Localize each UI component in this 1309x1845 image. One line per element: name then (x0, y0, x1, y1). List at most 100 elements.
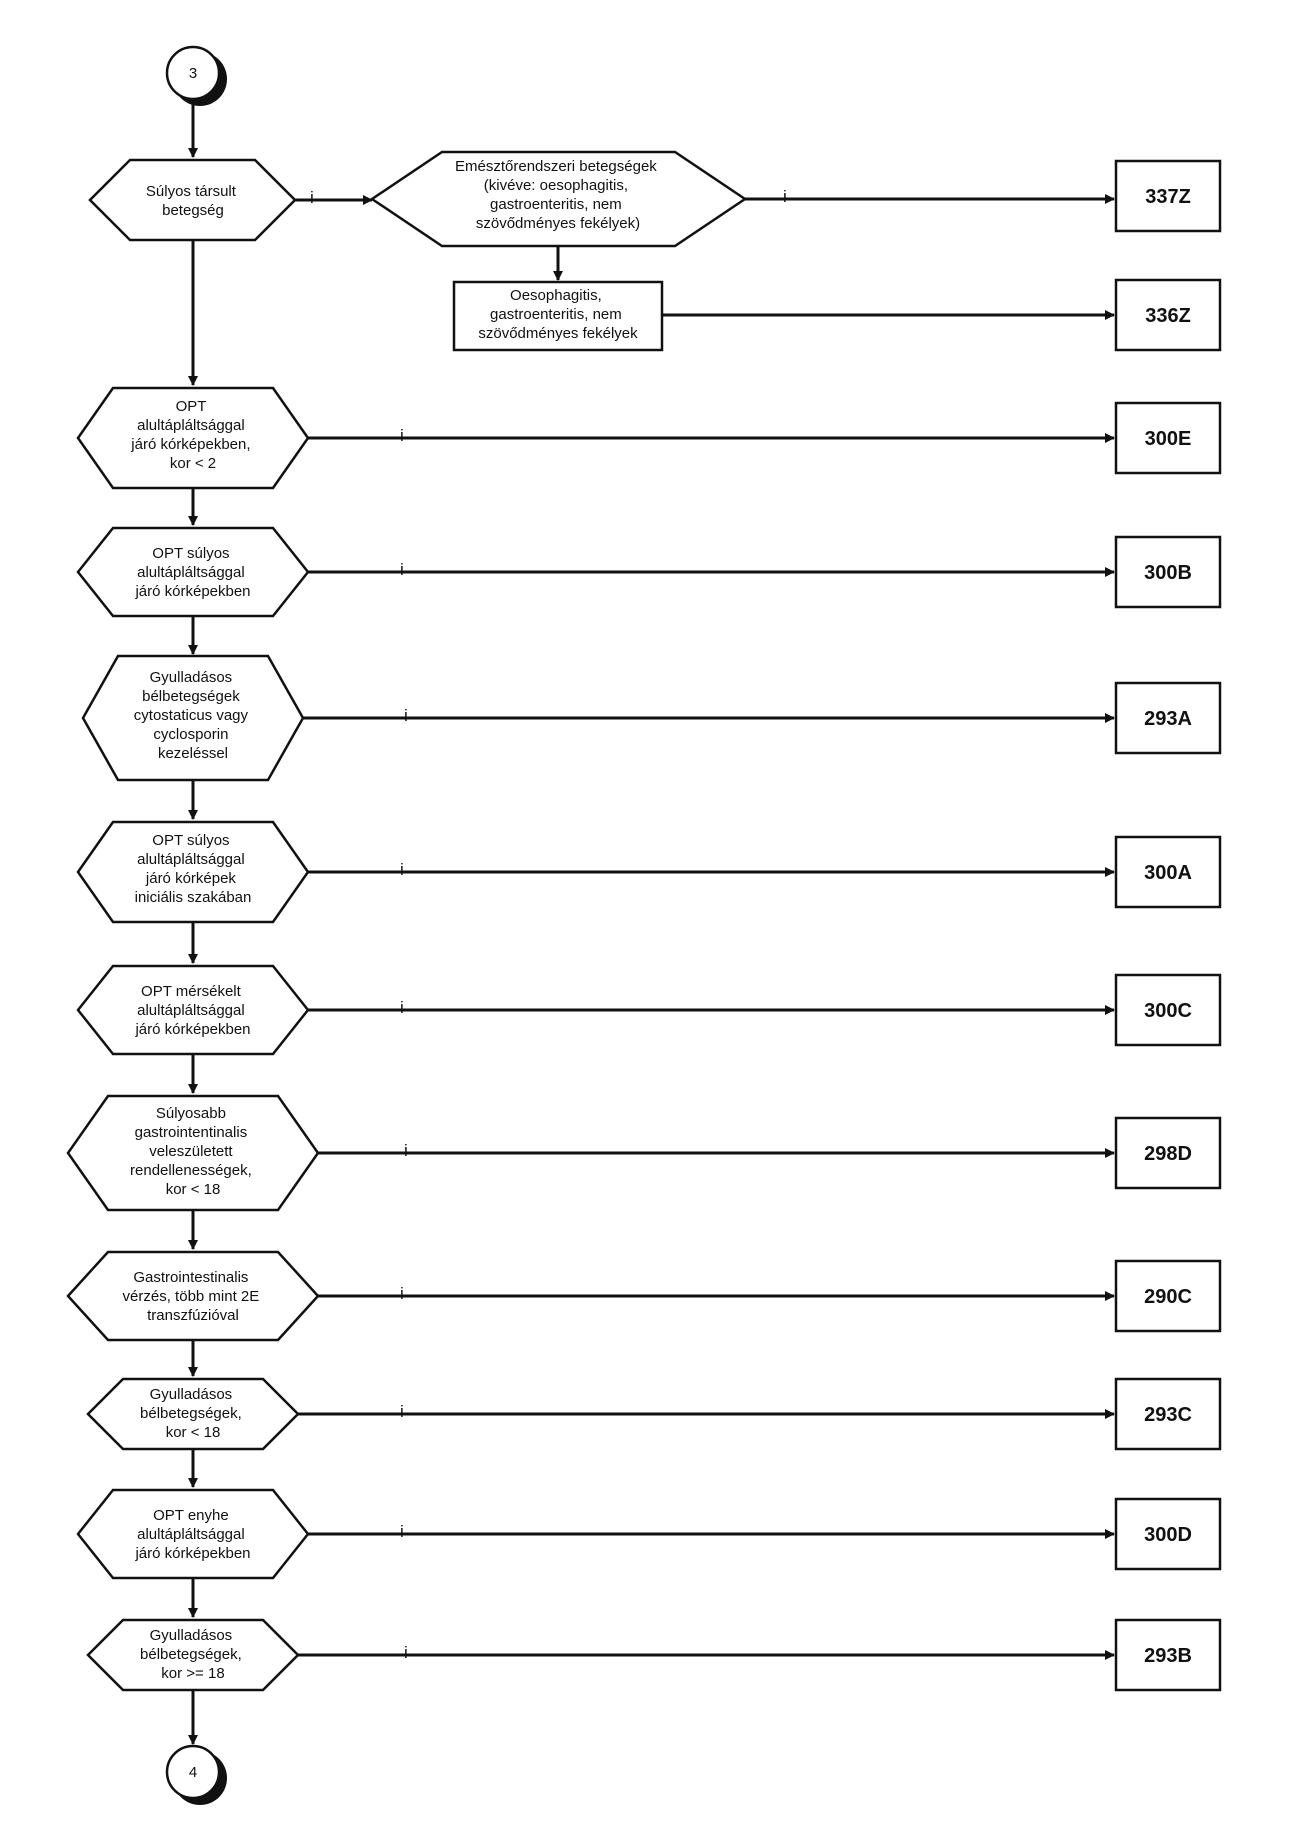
decision-label-line: Súlyosabb (156, 1105, 226, 1122)
result-code: 293C (1144, 1404, 1192, 1426)
box-label-line: szövődményes fekélyek (478, 325, 638, 342)
decision-label-line: bélbetegségek, (140, 1405, 242, 1422)
result-290C: 290C (1114, 1259, 1222, 1333)
box-label-line: Oesophagitis, (510, 287, 602, 304)
decision-label-line: járó kórképek (145, 870, 237, 887)
decision-sulyosabb-gastrointestinalis: Súlyosabb gastrointentinalis veleszülete… (66, 1094, 320, 1212)
result-337Z: 337Z (1114, 159, 1222, 233)
decision-label-line: (kivéve: oesophagitis, (484, 177, 628, 194)
branch-label: i (404, 706, 408, 725)
decision-label-line: bélbetegségek (142, 688, 240, 705)
decision-label-line: gastrointentinalis (135, 1124, 248, 1141)
decision-label-line: iniciális szakában (135, 889, 252, 906)
decision-label: Emésztőrendszeri betegségek (kivéve: oes… (455, 158, 661, 232)
decision-label-line: kor < 18 (166, 1181, 221, 1198)
result-code: 300E (1145, 428, 1192, 450)
decision-label-line: alultápláltsággal (137, 851, 245, 868)
branch-label: i (400, 1522, 404, 1541)
decision-label: Gyulladásos bélbetegségek, kor >= 18 (140, 1627, 246, 1682)
decision-label: OPT mérsékelt alultápláltsággal járó kór… (134, 983, 250, 1038)
result-code: 337Z (1145, 186, 1191, 208)
branch-label: i (400, 1402, 404, 1421)
decision-label-line: járó kórképekben (134, 583, 250, 600)
decision-chain: OPT alultápláltsággal járó kórképekben, … (66, 386, 1222, 1745)
decision-opt-merskelt: OPT mérsékelt alultápláltsággal járó kór… (76, 964, 310, 1056)
decision-opt-sulyos: OPT súlyos alultápláltsággal járó kórkép… (76, 526, 310, 618)
decision-label-line: transzfúzióval (147, 1307, 239, 1324)
box-label-line: gastroenteritis, nem (490, 306, 622, 323)
decision-label: Gastrointestinalis vérzés, több mint 2E … (123, 1269, 264, 1324)
branch-label: i (400, 1284, 404, 1303)
result-300A: 300A (1114, 835, 1222, 909)
decision-label-line: OPT súlyos (152, 545, 229, 562)
start-connector: 3 (165, 45, 227, 106)
decision-label-line: kor < 2 (170, 455, 216, 472)
result-code: 293B (1144, 1645, 1192, 1667)
decision-label-line: alultápláltsággal (137, 417, 245, 434)
decision-sulyos-tarsult-betegseg: Súlyos társult betegség (88, 158, 297, 242)
decision-label-line: bélbetegségek, (140, 1646, 242, 1663)
result-code: 290C (1144, 1286, 1192, 1308)
result-code: 293A (1144, 708, 1192, 730)
decision-label-line: OPT súlyos (152, 832, 229, 849)
decision-label: OPT enyhe alultápláltsággal járó kórképe… (134, 1507, 250, 1562)
branch-label: i (400, 998, 404, 1017)
branch-label: i (400, 560, 404, 579)
result-code: 300B (1144, 562, 1192, 584)
decision-label-line: gastroenteritis, nem (490, 196, 622, 213)
decision-gyulladasos-kor-18: Gyulladásos bélbetegségek, kor < 18 (86, 1377, 300, 1451)
decision-label-line: cytostaticus vagy (134, 707, 249, 724)
decision-label-line: rendellenességek, (130, 1162, 252, 1179)
decision-label: OPT súlyos alultápláltsággal járó kórkép… (134, 545, 250, 600)
result-300B: 300B (1114, 535, 1222, 609)
result-code: 336Z (1145, 305, 1191, 327)
branch-label: i (400, 426, 404, 445)
decision-label-line: Gyulladásos (150, 1627, 233, 1644)
result-336Z: 336Z (1114, 278, 1222, 352)
end-connector: 4 (165, 1744, 227, 1805)
decision-label-line: kezeléssel (158, 745, 228, 762)
decision-label-line: Emésztőrendszeri betegségek (455, 158, 657, 175)
decision-label-line: járó kórképekben (134, 1021, 250, 1038)
branch-label: i (400, 860, 404, 879)
start-connector-label: 3 (189, 65, 197, 82)
branch-label: i (404, 1141, 408, 1160)
decision-label-line: alultápláltsággal (137, 1002, 245, 1019)
decision-label-line: alultápláltsággal (137, 1526, 245, 1543)
decision-label-line: OPT enyhe (153, 1507, 229, 1524)
result-300C: 300C (1114, 973, 1222, 1047)
result-code: 300A (1144, 862, 1192, 884)
decision-label-line: betegség (162, 202, 224, 219)
decision-opt-kor-2: OPT alultápláltsággal járó kórképekben, … (76, 386, 310, 490)
result-code: 298D (1144, 1143, 1192, 1165)
decision-label-line: OPT (176, 398, 207, 415)
decision-gyulladasos-cytostaticus: Gyulladásos bélbetegségek cytostaticus v… (81, 654, 305, 782)
decision-label: OPT alultápláltsággal járó kórképekben, … (130, 398, 254, 472)
box-label: Oesophagitis, gastroenteritis, nem szövő… (478, 287, 638, 342)
decision-label-line: veleszületett (149, 1143, 233, 1160)
decision-label: OPT súlyos alultápláltsággal járó kórkép… (135, 832, 252, 906)
decision-emesztorendszeri: Emésztőrendszeri betegségek (kivéve: oes… (369, 150, 748, 248)
decision-label-line: szövődményes fekélyek) (476, 215, 640, 232)
decision-label-line: járó kórképekben, (130, 436, 250, 453)
decision-label-line: Gyulladásos (150, 669, 233, 686)
decision-label-line: vérzés, több mint 2E (123, 1288, 260, 1305)
decision-label-line: OPT mérsékelt (141, 983, 242, 1000)
decision-label-line: Gyulladásos (150, 1386, 233, 1403)
box-oesophagitis: Oesophagitis, gastroenteritis, nem szövő… (452, 280, 664, 352)
result-293B: 293B (1114, 1618, 1222, 1692)
result-298D: 298D (1114, 1116, 1222, 1190)
decision-label-line: alultápláltsággal (137, 564, 245, 581)
decision-label-line: kor < 18 (166, 1424, 221, 1441)
branch-label: i (404, 1643, 408, 1662)
result-code: 300D (1144, 1524, 1192, 1546)
decision-opt-sulyos-inicialis: OPT súlyos alultápláltsággal járó kórkép… (76, 820, 310, 924)
decision-label: Súlyosabb gastrointentinalis veleszülete… (130, 1105, 256, 1198)
decision-gyulladasos-kor-gte-18: Gyulladásos bélbetegségek, kor >= 18 (86, 1618, 300, 1692)
decision-label-line: cyclosporin (153, 726, 228, 743)
decision-opt-enyhe: OPT enyhe alultápláltsággal járó kórképe… (76, 1488, 310, 1580)
decision-label: Gyulladásos bélbetegségek, kor < 18 (140, 1386, 246, 1441)
result-293C: 293C (1114, 1377, 1222, 1451)
decision-label-line: Súlyos társult (146, 183, 237, 200)
branch-label: i (310, 188, 314, 207)
